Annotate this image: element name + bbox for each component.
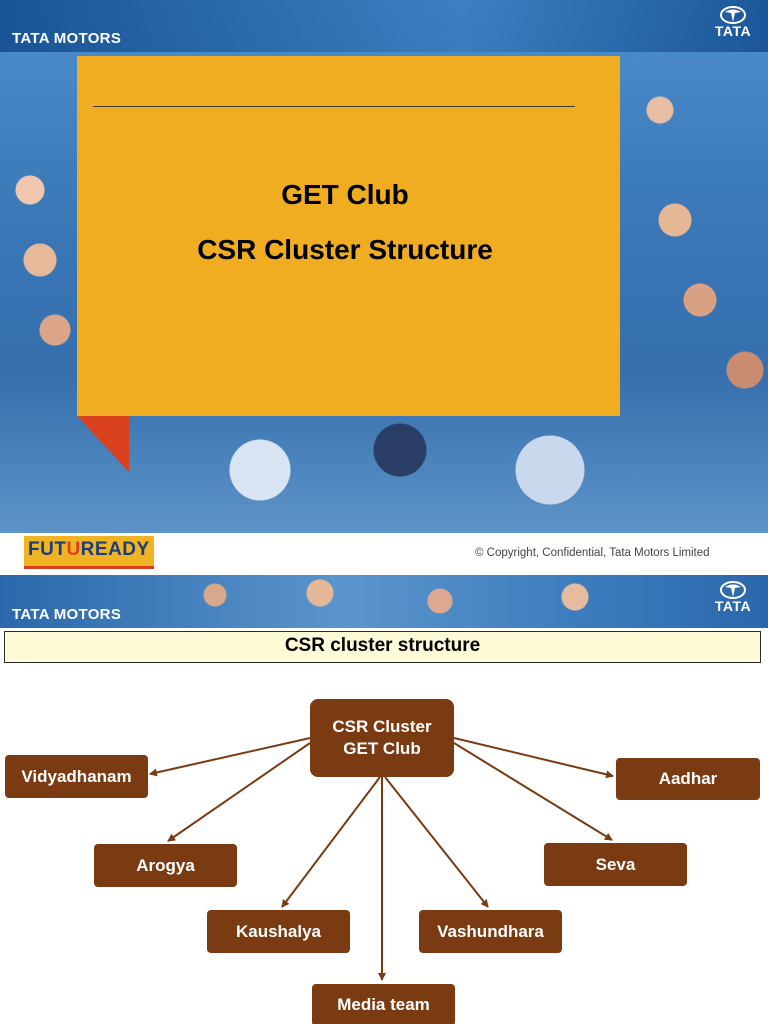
node-arogya: Arogya [94, 844, 237, 887]
tata-group-logo: TATA [710, 581, 756, 613]
slide-title-line1: GET Club [281, 179, 409, 210]
title-slide: TATA MOTORS TATA GET Club CSR Cluster St… [0, 0, 768, 574]
futuready-logo: FUTUREADY [24, 536, 154, 569]
red-accent-triangle [77, 416, 129, 472]
arrow-to-aadhar [453, 737, 614, 779]
tata-group-logo-text: TATA [714, 23, 752, 39]
node-media-team: Media team [312, 984, 455, 1024]
node-csr-cluster-line1: CSR Cluster [332, 717, 432, 736]
node-vidyadhanam: Vidyadhanam [5, 755, 148, 798]
slide-title-line2: CSR Cluster Structure [197, 234, 493, 265]
slide-title: CSR cluster structure [4, 631, 761, 663]
tata-emblem-icon [720, 581, 746, 599]
title-card-divider [93, 106, 575, 107]
node-aadhar: Aadhar [616, 758, 760, 800]
futuready-logo-prefix: FUT [28, 539, 67, 560]
arrow-to-vidyadhanam [149, 737, 311, 777]
copyright-notice: © Copyright, Confidential, Tata Motors L… [475, 547, 710, 559]
node-csr-cluster: CSR Cluster GET Club [310, 699, 454, 777]
cluster-connectors [149, 737, 614, 981]
tata-emblem-icon [720, 6, 746, 24]
tata-group-logo-text: TATA [714, 598, 752, 614]
arrow-to-arogya [167, 742, 311, 842]
node-kaushalya: Kaushalya [207, 910, 350, 953]
futuready-logo-u: U [66, 539, 81, 560]
tata-group-logo: TATA [710, 6, 756, 38]
tata-motors-logo: TATA MOTORS [12, 30, 122, 47]
slide-footer: FUTUREADY © Copyright, Confidential, Tat… [0, 533, 768, 574]
brand-header-bar [0, 0, 768, 52]
arrow-to-seva [453, 742, 613, 841]
arrow-to-kaushalya [281, 776, 381, 908]
futuready-logo-suffix: READY [80, 539, 150, 560]
node-seva: Seva [544, 843, 687, 886]
node-csr-cluster-line2: GET Club [343, 739, 421, 758]
brand-header-photo-strip: TATA MOTORS TATA [0, 575, 768, 628]
title-card: GET Club CSR Cluster Structure [77, 56, 620, 416]
cluster-structure-slide: TATA MOTORS TATA CSR cluster structure [0, 575, 768, 1024]
tata-motors-logo: TATA MOTORS [12, 606, 122, 623]
node-vashundhara: Vashundhara [419, 910, 562, 953]
arrow-to-vashundhara [384, 776, 489, 908]
